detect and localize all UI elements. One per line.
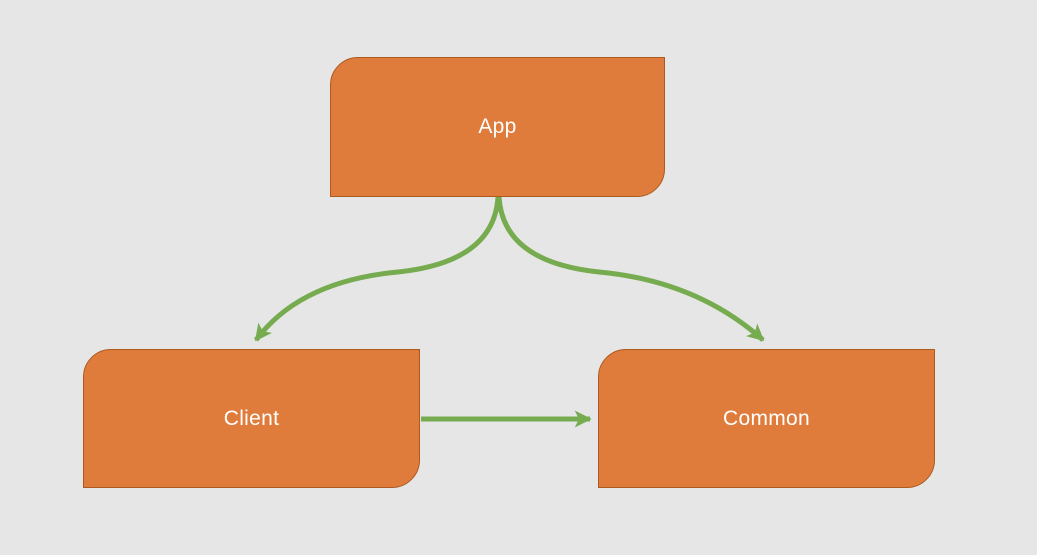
node-common[interactable]: Common: [598, 349, 935, 488]
node-common-label: Common: [723, 406, 810, 430]
node-app-label: App: [478, 115, 517, 138]
edge-app-to-client[interactable]: [253, 196, 501, 342]
node-app[interactable]: App: [330, 57, 665, 197]
node-client[interactable]: Client: [83, 349, 420, 488]
node-client-label: Client: [223, 406, 280, 430]
edge-app-to-common[interactable]: [496, 196, 765, 342]
